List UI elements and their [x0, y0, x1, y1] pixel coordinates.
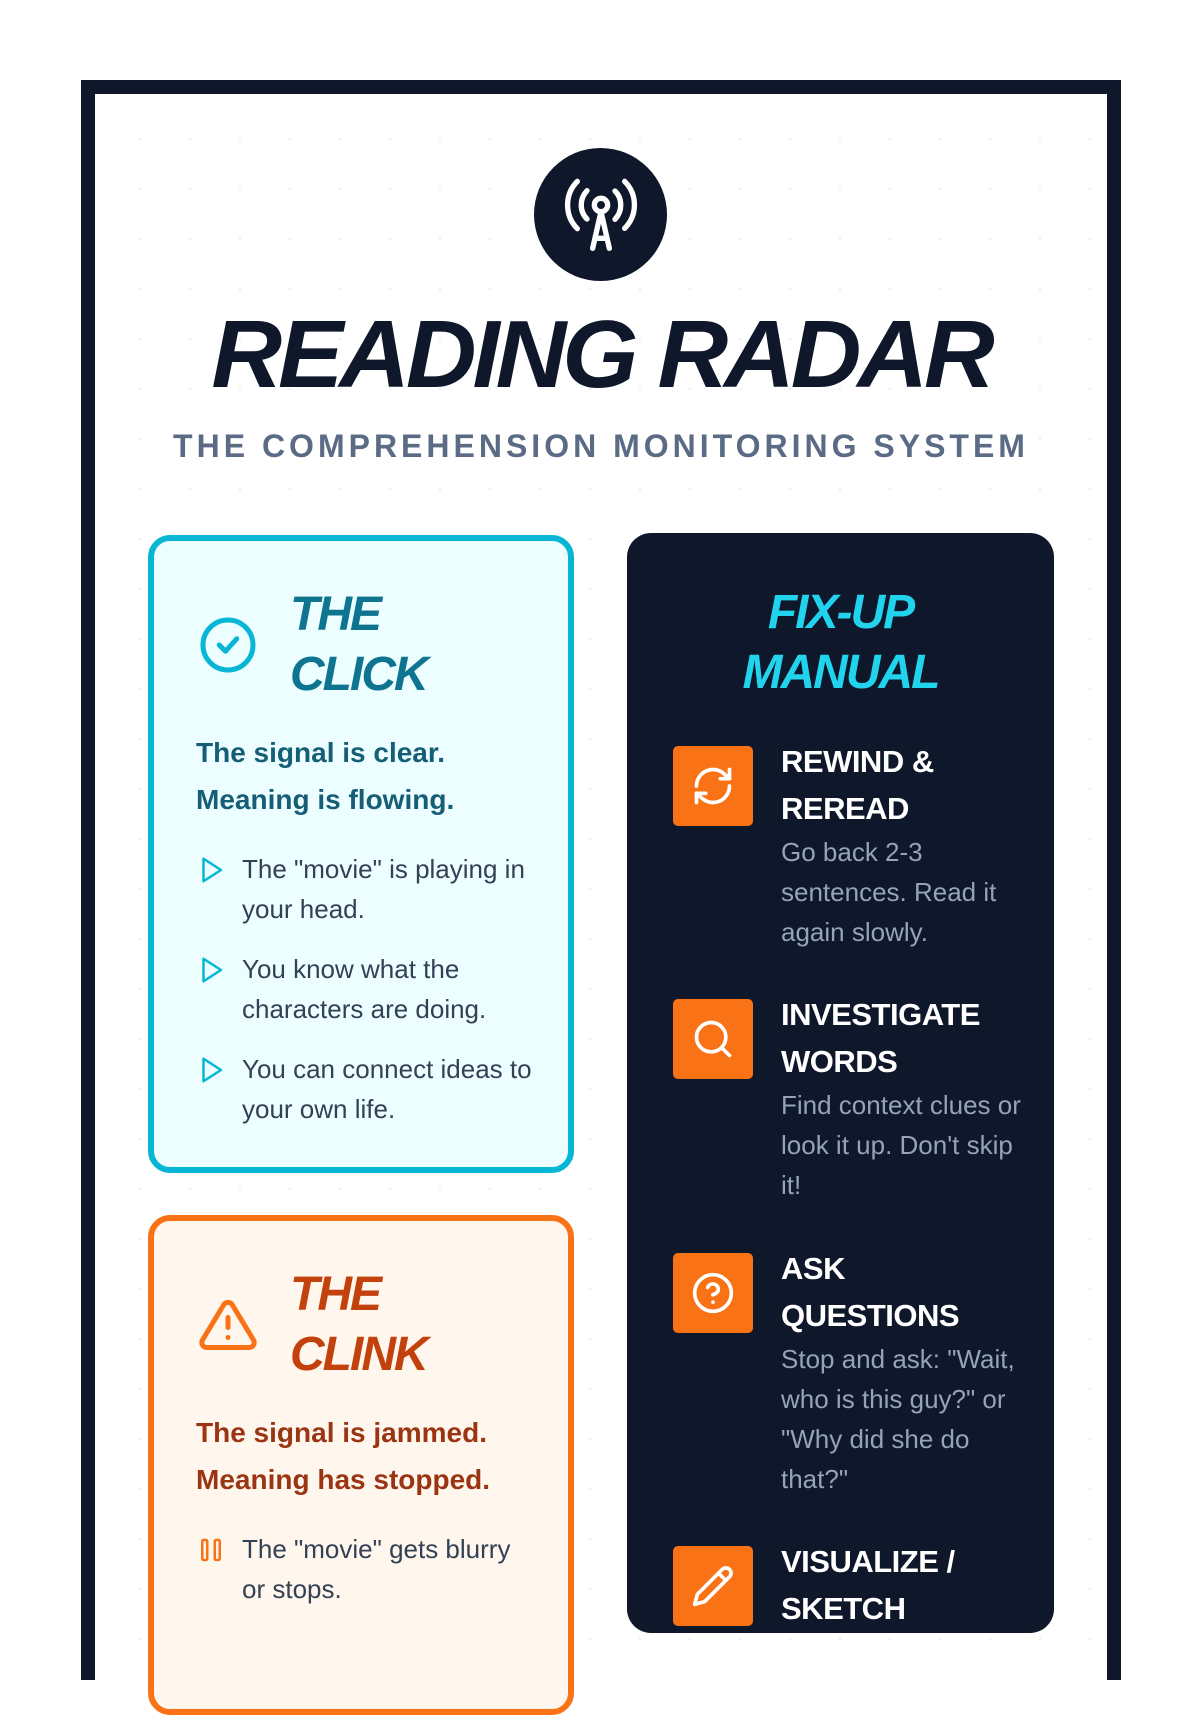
- fix-up-manual-panel: FIX-UP MANUAL REWIND & REREAD Go back 2-3 …: [627, 533, 1054, 1633]
- play-icon: [202, 957, 223, 983]
- play-icon: [202, 1057, 223, 1083]
- step-description: Go back 2-3 sentences. Read it again slo…: [781, 837, 997, 947]
- warning-triangle-icon: [199, 1299, 257, 1350]
- list-item: You can connect ideas to your own life.: [196, 1049, 538, 1129]
- the-click-card: THE CLICK The signal is clear. Meaning is …: [148, 535, 574, 1173]
- step-title: VISUALIZE / SKETCH: [781, 1544, 955, 1626]
- lead-line2: Meaning is flowing.: [196, 784, 455, 815]
- radio-tower-icon: [534, 148, 667, 281]
- step-title: INVESTIGATE WORDS: [781, 997, 980, 1079]
- lead-line1: The signal is jammed.: [196, 1417, 487, 1448]
- refresh-icon: [673, 746, 753, 826]
- fix-step: ASK QUESTIONS Stop and ask: "Wait, who is…: [673, 1245, 1024, 1499]
- page-title: READING RADAR: [211, 301, 994, 408]
- lead-line2: Meaning has stopped.: [196, 1464, 491, 1495]
- page-subtitle: THE COMPREHENSION MONITORING SYSTEM: [173, 428, 1029, 464]
- card-title-line1: THE: [290, 1268, 382, 1321]
- list-item: You know what the characters are doing.: [196, 949, 538, 1029]
- card-title-line2: CLINK: [290, 1328, 429, 1381]
- question-icon: [673, 1253, 753, 1333]
- the-clink-card: THE CLINK The signal is jammed. Meaning ha…: [148, 1215, 574, 1715]
- step-description: Stop and ask: "Wait, who is this guy?" o…: [781, 1344, 1015, 1494]
- step-title: ASK QUESTIONS: [781, 1251, 960, 1333]
- fix-step: VISUALIZE / SKETCH: [673, 1538, 1024, 1632]
- manual-title-line2: MANUAL: [742, 646, 941, 699]
- search-icon: [673, 999, 753, 1079]
- list-item: The "movie" is playing in your head.: [196, 849, 538, 929]
- play-icon: [202, 857, 223, 883]
- list-item: The "movie" gets blurry or stops.: [196, 1529, 538, 1609]
- lead-line1: The signal is clear.: [196, 737, 446, 768]
- pencil-icon: [673, 1546, 753, 1626]
- manual-title-line1: FIX-UP: [767, 586, 915, 639]
- fix-step: REWIND & REREAD Go back 2-3 sentences. Re…: [673, 738, 1024, 952]
- fix-step: INVESTIGATE WORDS Find context clues or l…: [673, 991, 1024, 1205]
- card-title-line1: THE: [290, 588, 382, 641]
- card-title-line2: CLICK: [290, 648, 429, 701]
- step-description: Find context clues or look it up. Don't …: [781, 1090, 1021, 1200]
- step-title: REWIND & REREAD: [781, 744, 934, 826]
- check-circle-icon: [200, 617, 256, 673]
- pause-icon: [201, 1538, 221, 1562]
